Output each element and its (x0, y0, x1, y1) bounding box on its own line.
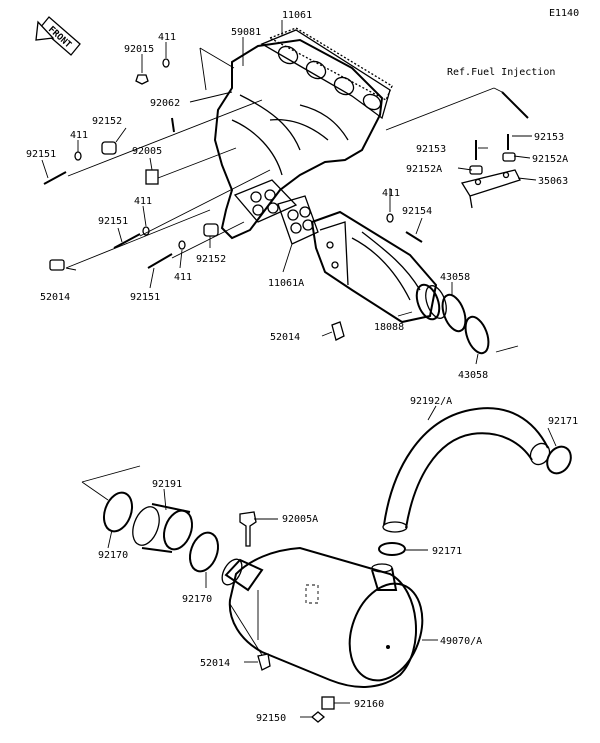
lower-leader-lines (81, 405, 557, 718)
label-52014-a: 52014 (40, 292, 70, 303)
label-49070a: 49070/A (440, 636, 482, 647)
muffler-49070a-drawing (221, 546, 424, 688)
label-92170-a: 92170 (98, 550, 128, 561)
label-92150: 92150 (256, 713, 286, 724)
gasket-11061a-drawing (277, 195, 319, 245)
label-18088: 18088 (374, 322, 404, 333)
label-92152-a: 92152 (92, 116, 122, 127)
label-92151-b: 92151 (98, 216, 128, 227)
sleeve-92191-drawing (132, 503, 194, 553)
diagonal-guide-lines (67, 87, 495, 259)
label-411-e: 411 (382, 188, 400, 199)
label-52014-c: 52014 (200, 658, 230, 669)
label-411-d: 411 (174, 272, 192, 283)
part-92150-drawing (310, 711, 326, 723)
label-411-b: 411 (70, 130, 88, 141)
upper-leader-lines (41, 20, 537, 365)
label-11061: 11061 (282, 10, 312, 21)
clamp-92171-a (546, 445, 572, 475)
hose-92192a-drawing (382, 407, 551, 533)
label-92005: 92005 (132, 146, 162, 157)
pad-92160-drawing (321, 696, 335, 710)
fitting-92005a-drawing (239, 511, 257, 547)
clamp-92171-b (378, 542, 406, 556)
label-411-c: 411 (134, 196, 152, 207)
label-92153-b: 92153 (534, 132, 564, 143)
label-92062: 92062 (150, 98, 180, 109)
bracket-35063-drawing (460, 169, 521, 209)
front-arrow-icon: FRONT (35, 16, 81, 56)
label-92170-b: 92170 (182, 594, 212, 605)
label-11061a: 11061A (268, 278, 304, 289)
label-92192a: 92192/A (410, 396, 452, 407)
label-43058-b: 43058 (458, 370, 488, 381)
label-92171-b: 92171 (432, 546, 462, 557)
hardware-drawing (43, 58, 529, 341)
label-92015: 92015 (124, 44, 154, 55)
label-92160: 92160 (354, 699, 384, 710)
label-92151-a: 92151 (26, 149, 56, 160)
label-92005a: 92005A (282, 514, 318, 525)
ref-fuel-injection-label: Ref.Fuel Injection (447, 67, 555, 78)
label-43058-a: 43058 (440, 272, 470, 283)
label-411-a: 411 (158, 32, 176, 43)
o-ring-43058-a (441, 293, 467, 333)
label-92191: 92191 (152, 479, 182, 490)
exhaust-manifold-drawing (213, 27, 393, 240)
label-92152a-b: 92152A (532, 154, 568, 165)
plug-52014-lower-drawing (257, 653, 271, 671)
clamp-92170-a (102, 491, 134, 533)
part-labels: 11061 59081 411 92015 92062 92152 411 92… (26, 10, 578, 724)
clamp-92170-b (188, 531, 220, 573)
diagram-code: E1140 (549, 8, 579, 19)
label-92171-a: 92171 (548, 416, 578, 427)
label-92151-c: 92151 (130, 292, 160, 303)
label-92153-a: 92153 (416, 144, 446, 155)
label-92154: 92154 (402, 206, 432, 217)
label-52014-b: 52014 (270, 332, 300, 343)
label-35063: 35063 (538, 176, 568, 187)
exhaust-pipe-18088-drawing (310, 210, 447, 324)
o-ring-43058-b (464, 315, 490, 355)
label-92152-b: 92152 (196, 254, 226, 265)
label-59081: 59081 (231, 27, 261, 38)
label-92152a-a: 92152A (406, 164, 442, 175)
